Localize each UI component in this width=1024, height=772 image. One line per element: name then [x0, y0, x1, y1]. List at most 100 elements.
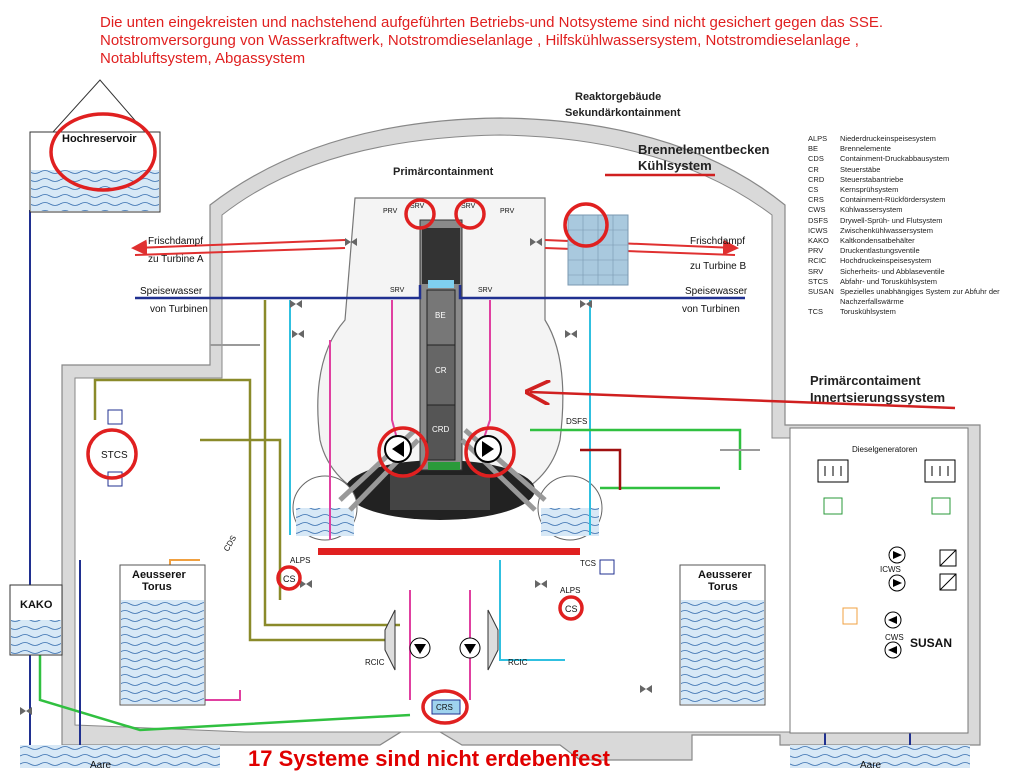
rcic-left	[384, 609, 431, 671]
highlight-srv-left	[404, 198, 436, 230]
legend-desc: Toruskühlsystem	[840, 307, 896, 317]
srv-label-1: SRV	[410, 203, 425, 210]
steam-left-label-2: zu Turbine A	[148, 254, 204, 265]
legend-abbr: CR	[808, 164, 819, 174]
tcs-unit	[599, 559, 615, 575]
hochreservoir-label: Hochreservoir	[62, 133, 137, 145]
primary-containment-label: Primärcontainment	[393, 166, 494, 178]
inertization-label-1: Primärcontaiment	[810, 373, 921, 388]
highlight-hochreservoir	[49, 112, 157, 192]
legend-abbr: ALPS	[808, 134, 828, 143]
cws-label: CWS	[885, 633, 904, 642]
prv-label-left: PRV	[383, 208, 398, 215]
diesel-label: Dieselgeneratoren	[852, 445, 917, 454]
steam-right-label-2: zu Turbine B	[690, 261, 746, 272]
outer-torus-left-label-2: Torus	[142, 581, 172, 593]
legend-abbr: CS	[808, 185, 819, 195]
crd-label: CRD	[432, 425, 450, 434]
srv-label-4: SRV	[478, 287, 493, 294]
tcs-label: TCS	[580, 559, 596, 568]
cws-pumps	[884, 611, 902, 659]
highlight-srv-right	[454, 198, 486, 230]
reactor-building-label-2: Sekundärkontainment	[565, 107, 681, 119]
crs-unit	[431, 699, 461, 715]
fuel-pool-label-1: Brennelementbecken	[638, 142, 770, 157]
legend-desc: Kühlwassersystem	[840, 205, 903, 215]
rcic-label-left: RCIC	[365, 658, 385, 667]
annotations	[49, 112, 609, 725]
highlight-fuel-pool	[563, 202, 609, 248]
highlight-stcs	[86, 428, 138, 480]
green-strip	[428, 462, 460, 470]
legend-row: ICWS Zwischenkühlwassersystem	[808, 226, 1018, 236]
diesel-generator-left	[817, 459, 849, 515]
highlight-cs-right	[558, 595, 584, 621]
control-rod-drives	[426, 404, 456, 461]
prv-label-right: PRV	[500, 208, 515, 215]
steam-left-label-1: Frischdampf	[148, 236, 203, 247]
legend-row: SRV Sicherheits- und Abblaseventile	[808, 267, 1018, 277]
inertization-label-2: Innertsierungssystem	[810, 390, 945, 405]
highlight-crs	[421, 689, 469, 725]
intro-text: Die unten eingekreisten und nachstehend …	[100, 14, 1005, 68]
steam-right-label-1: Frischdampf	[690, 236, 745, 247]
legend-abbr: SUSAN	[808, 287, 834, 297]
reactor-building-label-1: Reaktorgebäude	[575, 91, 661, 103]
alps-label-right: ALPS	[560, 586, 580, 595]
outer-torus-right-water	[681, 600, 764, 704]
legend-desc: Drywell-Sprüh- und Flutsystem	[840, 215, 943, 225]
highlight-recirc-left	[377, 426, 429, 478]
intro-line-2: Notstromversorgung von Wasserkraftwerk, …	[100, 32, 859, 49]
river-right-label: Aare	[860, 760, 882, 768]
legend-desc: Brennelemente	[840, 144, 891, 154]
kako-label: KAKO	[20, 599, 53, 611]
recirc-pump-left	[384, 435, 412, 463]
srv-label-2: SRV	[461, 203, 476, 210]
legend-desc: Spezielles unabhängiges System zur Abfuh…	[840, 287, 1000, 307]
be-label: BE	[435, 311, 446, 320]
legend-row: DSFS Drywell-Sprüh- und Flutsystem	[808, 216, 1018, 226]
legend-abbr: KAKO	[808, 236, 829, 246]
legend-row: SUSAN Spezielles unabhängiges System zur …	[808, 287, 1018, 307]
intro-line-3: Notabluftsystem, Abgassystem	[100, 50, 306, 67]
icws-pumps	[888, 546, 957, 592]
vessel-top	[422, 228, 460, 284]
intro-line-1: Die unten eingekreisten und nachstehend …	[100, 14, 883, 31]
feedwater-left-label-1: Speisewasser	[140, 286, 203, 297]
legend-abbr: CWS	[808, 205, 826, 215]
legend-desc: Containment-Druckabbausystem	[840, 154, 950, 164]
feedwater-left-label-2: von Turbinen	[150, 304, 208, 315]
legend-desc: Zwischenkühlwassersystem	[840, 225, 933, 235]
legend-desc: Sicherheits- und Abblaseventile	[840, 266, 945, 276]
legend-abbr: TCS	[808, 307, 823, 317]
recirc-pump-right	[474, 435, 502, 463]
legend-desc: Hochdruckeinspeisesystem	[840, 256, 932, 266]
kako-water	[11, 620, 61, 654]
crs-label: CRS	[436, 703, 453, 712]
susan-label: SUSAN	[910, 636, 952, 650]
outer-torus-right-label-1: Aeusserer	[698, 569, 753, 581]
legend-abbr: RCIC	[808, 256, 827, 266]
headline: 17 Systeme sind nicht erdebenfest	[248, 746, 610, 771]
icws-label: ICWS	[880, 565, 901, 574]
alps-label-left: ALPS	[290, 556, 310, 565]
legend-abbr: CRD	[808, 174, 825, 184]
legend-abbr: ICWS	[808, 225, 828, 235]
inertization-pointer	[530, 392, 956, 410]
outer-torus-right-label-2: Torus	[708, 581, 738, 593]
legend-abbr: DSFS	[808, 215, 829, 225]
cs-label-left: CS	[283, 574, 296, 584]
legend-desc: Abfahr- und Toruskühlsystem	[840, 276, 937, 286]
legend-abbr: PRV	[808, 246, 824, 256]
legend-abbr: SRV	[808, 266, 824, 276]
legend-row: CR Steuerstäbe	[808, 165, 1018, 175]
legend-desc: Steuerstäbe	[840, 164, 881, 174]
